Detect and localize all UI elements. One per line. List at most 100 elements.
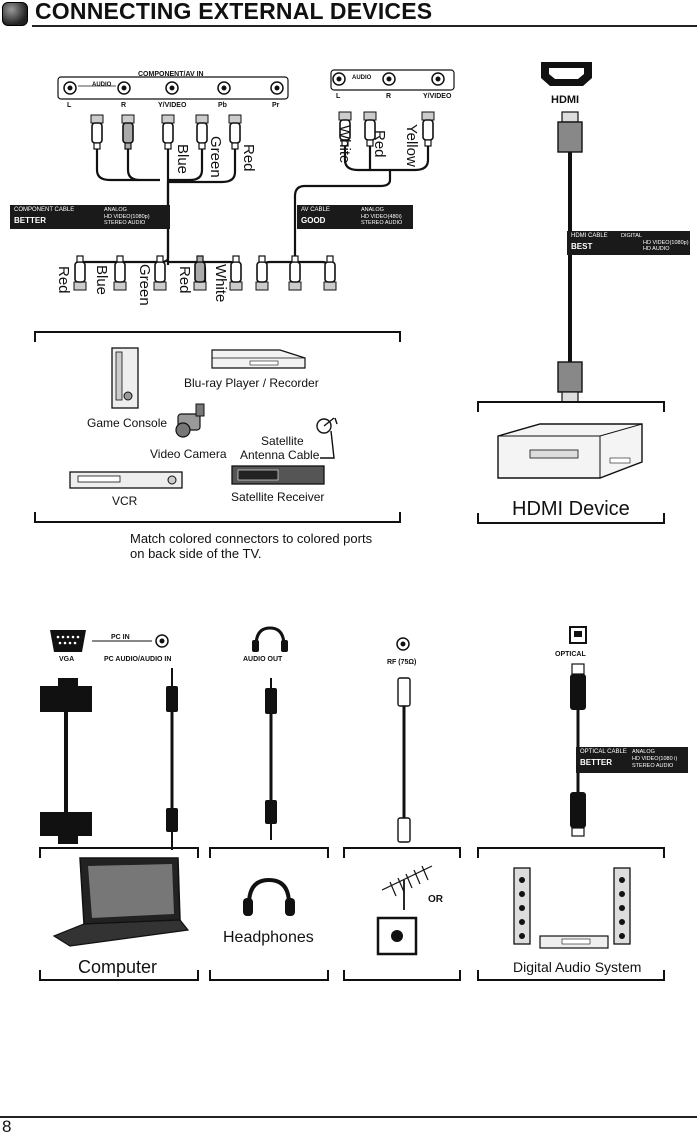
- optical-cable-box: OPTICAL CABLE BETTER ANALOG HD VIDEO(108…: [576, 747, 688, 773]
- hdmi-plug-bottom: [557, 361, 583, 403]
- pc-in-label: PC IN: [111, 634, 130, 641]
- av-cable-quality: GOOD: [301, 216, 326, 225]
- wire-label-green: Green: [207, 136, 224, 178]
- hdmi-port-icon: [541, 62, 592, 86]
- section-bullet-icon: [2, 2, 28, 26]
- wire-label-bottom-white: White: [212, 264, 229, 303]
- game-console-icon: [111, 347, 139, 409]
- video-camera-label: Video Camera: [150, 447, 227, 461]
- optical-cable-desc-1: ANALOG: [632, 749, 655, 755]
- vcr-label: VCR: [112, 494, 138, 508]
- av-cable-box: AV CABLE GOOD ANALOG HD VIDEO(480i) STER…: [297, 205, 413, 229]
- digital-audio-system-icon: [513, 867, 631, 949]
- component-plug-l: [90, 114, 104, 150]
- optical-cable-desc-2: HD VIDEO(1080 i): [632, 756, 678, 762]
- bottom-plug-av-3: [323, 255, 337, 291]
- laptop-icon: [52, 857, 190, 947]
- optical-label: OPTICAL: [555, 651, 586, 658]
- blu-ray-player-icon: [211, 349, 306, 369]
- optical-cable-desc-3: STEREO AUDIO: [632, 763, 674, 769]
- hdmi-cable-quality: BEST: [571, 242, 593, 251]
- hdmi-cable-name: HDMI CABLE: [571, 233, 608, 239]
- av-cable-desc-3: STEREO AUDIO: [361, 220, 403, 226]
- satellite-receiver-label: Satellite Receiver: [231, 490, 325, 504]
- audio-tag-right: AUDIO: [352, 75, 372, 81]
- title-divider: [32, 25, 697, 27]
- component-cable-desc-2: HD VIDEO(1080p): [104, 213, 150, 220]
- vcr-icon: [69, 471, 183, 489]
- av-port-r-icon: [382, 72, 396, 86]
- digital-audio-label: Digital Audio System: [513, 959, 642, 975]
- av-cable-desc-2: HD VIDEO(480i): [361, 213, 402, 220]
- wire-label-white: White: [336, 125, 353, 164]
- port-l-icon: [63, 81, 77, 95]
- hdmi-cable-type: DIGITAL: [621, 233, 642, 239]
- antenna-icon: [381, 865, 433, 910]
- component-cable-desc-3: STEREO AUDIO: [104, 220, 146, 226]
- satellite-antenna-label-2: Antenna Cable: [240, 448, 320, 462]
- rf-label: RF (75Ω): [387, 659, 417, 666]
- av-cable-name: AV CABLE: [301, 207, 330, 213]
- rf-cable: [397, 677, 411, 843]
- or-label: OR: [428, 894, 443, 905]
- vga-port-icon: [50, 630, 86, 652]
- wire-label-yellow: Yellow: [403, 124, 420, 167]
- component-port-panel: [57, 76, 289, 100]
- headphone-port-icon: [252, 626, 288, 652]
- component-cable-desc-1: ANALOG: [104, 207, 127, 213]
- component-cable-quality: BETTER: [14, 216, 46, 225]
- component-plug-y: [161, 114, 175, 150]
- bottom-plug-av-1: [255, 255, 269, 291]
- port-label-pr: Pr: [272, 102, 280, 109]
- port-pb-icon: [217, 81, 231, 95]
- av-cable-desc-1: ANALOG: [361, 207, 384, 213]
- vga-label: VGA: [59, 656, 75, 663]
- satellite-receiver-icon: [231, 465, 325, 485]
- audio-out-label: AUDIO OUT: [243, 656, 283, 663]
- port-yvideo-icon: [165, 81, 179, 95]
- pc-audio-cable: [166, 668, 178, 850]
- wire-label-bottom-red: Red: [55, 266, 72, 294]
- satellite-dish-icon: [316, 417, 338, 459]
- satellite-antenna-label-1: Satellite: [261, 434, 304, 448]
- port-r-icon: [117, 81, 131, 95]
- av-port-label-yvideo: Y/VIDEO: [423, 93, 452, 100]
- port-label-l: L: [67, 102, 72, 109]
- hdmi-cable-desc-2: HD AUDIO: [643, 246, 670, 252]
- audio-tag-left: AUDIO: [92, 82, 112, 88]
- computer-label: Computer: [78, 957, 158, 977]
- audio-out-cable: [265, 678, 277, 840]
- av-port-label-r: R: [386, 93, 392, 100]
- av-port-panel: [330, 69, 455, 91]
- av-port-yvideo-icon: [431, 72, 445, 86]
- wire-label-bottom-blue: Blue: [93, 265, 110, 296]
- port-pr-icon: [270, 81, 284, 95]
- hdmi-device-label: HDMI Device: [512, 498, 630, 520]
- page-title: CONNECTING EXTERNAL DEVICES: [35, 0, 433, 24]
- hdmi-device-icon: [497, 423, 643, 479]
- optical-cable-name: OPTICAL CABLE: [580, 749, 627, 755]
- port-label-pb: Pb: [218, 102, 227, 109]
- page-number: 8: [2, 1117, 12, 1136]
- av-plug-yellow: [421, 111, 435, 147]
- instruction-line-2: on back side of the TV.: [130, 546, 262, 561]
- hdmi-plug-top: [557, 111, 583, 153]
- port-label-yvideo: Y/VIDEO: [158, 102, 187, 109]
- headphones-icon: [243, 877, 295, 916]
- hdmi-port-label: HDMI: [551, 94, 580, 106]
- blu-ray-label: Blu-ray Player / Recorder: [184, 376, 319, 390]
- wire-label-bottom-red-2: Red: [176, 266, 193, 294]
- rf-port-icon: [396, 637, 410, 651]
- instruction-note: Match colored connectors to colored port…: [130, 531, 372, 561]
- hdmi-cable-desc-1: HD VIDEO(1080p): [643, 239, 689, 246]
- wire-label-bottom-green: Green: [136, 264, 153, 306]
- component-plug-r: [121, 114, 135, 150]
- hdmi-cable-box: HDMI CABLE BEST DIGITAL HD VIDEO(1080p) …: [567, 231, 690, 255]
- wire-label-red: Red: [240, 144, 257, 172]
- headphones-label: Headphones: [223, 929, 314, 946]
- footer-divider: [0, 1116, 697, 1118]
- game-console-label: Game Console: [87, 416, 168, 430]
- instruction-line-1: Match colored connectors to colored port…: [130, 531, 373, 546]
- pc-audio-label: PC AUDIO/AUDIO IN: [104, 656, 172, 663]
